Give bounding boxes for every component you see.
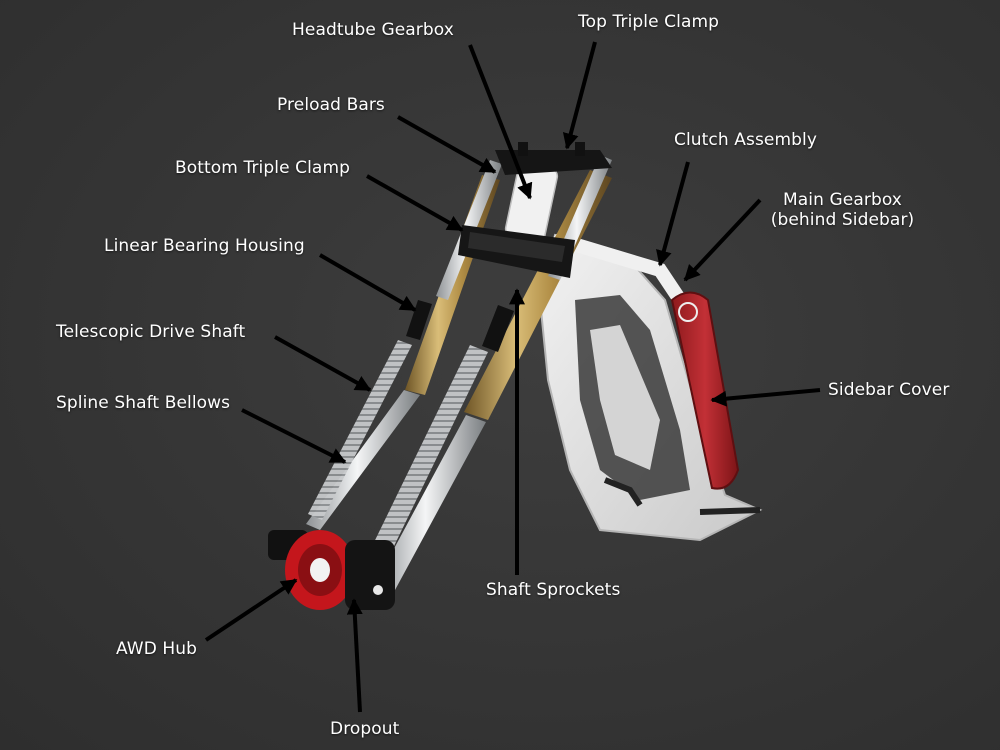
- arrow-dropout: [346, 598, 363, 713]
- bottom-triple-clamp-part: [458, 225, 575, 278]
- arrow-telescopic-drive-shaft: [274, 335, 372, 392]
- arrow-spline-shaft-bellows: [241, 408, 347, 464]
- label-clutch-assembly: Clutch Assembly: [674, 130, 817, 150]
- label-main-gearbox: Main Gearbox (behind Sidebar): [760, 190, 925, 230]
- label-telescopic-drive-shaft: Telescopic Drive Shaft: [56, 322, 246, 342]
- dropout-part: [345, 540, 395, 610]
- pointer-arrows: [204, 41, 821, 713]
- label-headtube-gearbox: Headtube Gearbox: [292, 20, 454, 40]
- right-fork-leg: [362, 155, 612, 590]
- arrow-linear-bearing-housing: [318, 253, 417, 312]
- label-spline-shaft-bellows: Spline Shaft Bellows: [56, 393, 231, 413]
- arrow-top-triple-clamp: [562, 41, 597, 150]
- label-preload-bars: Preload Bars: [277, 95, 385, 115]
- arrow-main-gearbox: [683, 198, 762, 282]
- arrow-preload-bars: [397, 115, 497, 174]
- label-top-triple-clamp: Top Triple Clamp: [578, 12, 720, 32]
- label-bottom-triple-clamp: Bottom Triple Clamp: [175, 158, 350, 178]
- label-sidebar-cover: Sidebar Cover: [828, 380, 950, 400]
- label-shaft-sprockets: Shaft Sprockets: [486, 580, 621, 600]
- sidebar-cover-part: [670, 291, 740, 490]
- label-awd-hub: AWD Hub: [116, 639, 198, 659]
- arrow-sidebar-cover: [710, 388, 821, 407]
- label-linear-bearing-housing: Linear Bearing Housing: [104, 236, 305, 256]
- top-triple-clamp-part: [495, 142, 612, 175]
- motorcycle-frame: [538, 233, 763, 542]
- label-main-gearbox-line1: Main Gearbox: [783, 190, 902, 210]
- arrow-clutch-assembly: [656, 161, 690, 267]
- awd-hub-part: [268, 530, 355, 610]
- arrow-awd-hub: [204, 578, 298, 642]
- arrow-bottom-triple-clamp: [366, 174, 464, 232]
- left-fork-leg: [306, 160, 502, 530]
- label-dropout: Dropout: [330, 719, 400, 739]
- label-main-gearbox-line2: (behind Sidebar): [770, 210, 915, 230]
- arrow-headtube-gearbox: [468, 44, 533, 200]
